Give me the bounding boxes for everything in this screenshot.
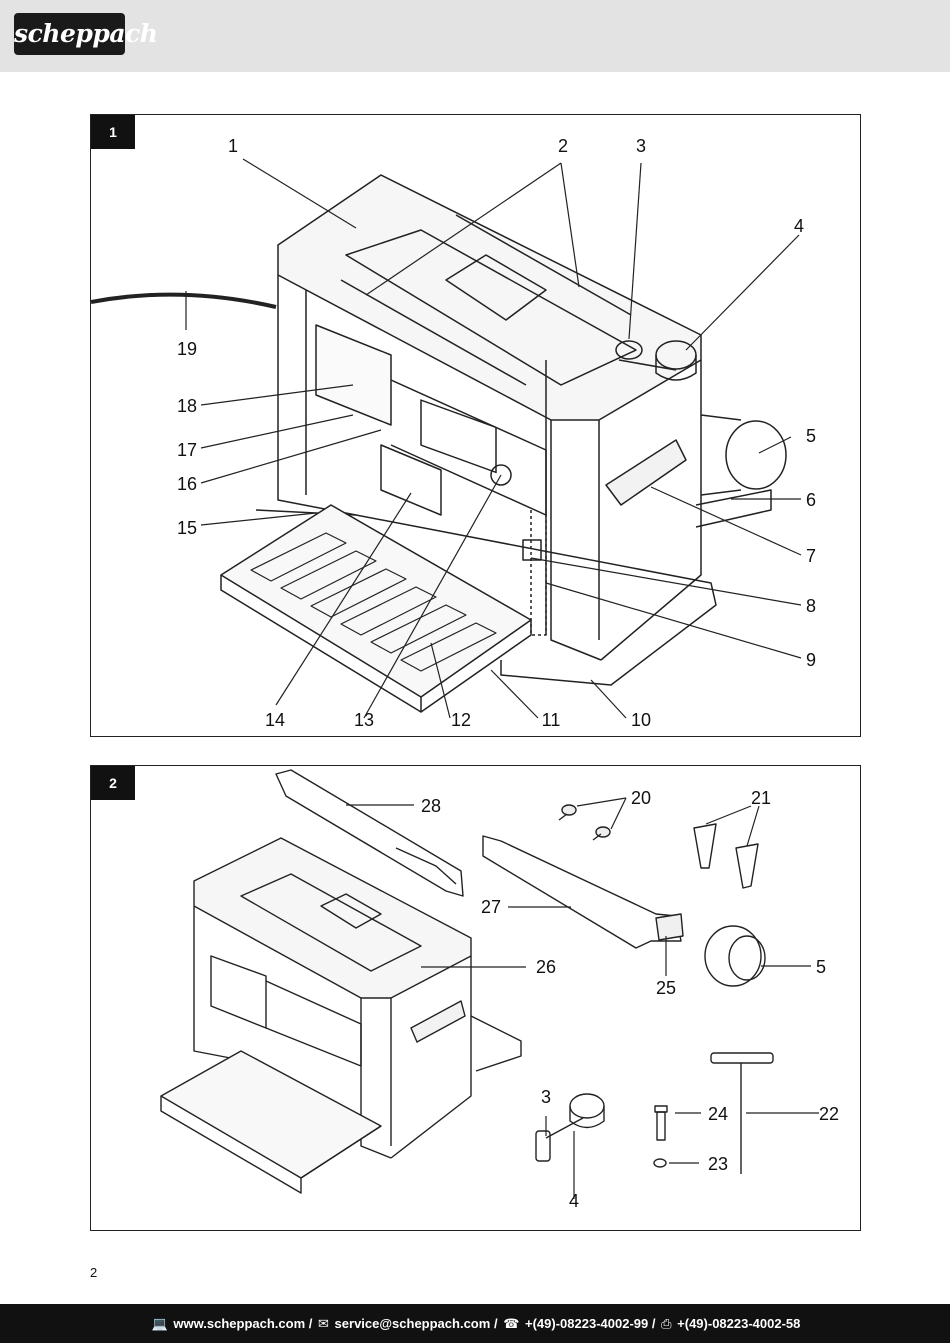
callout-19: 19 [177,339,197,359]
callout-10: 10 [631,710,651,730]
callout-18: 18 [177,396,197,416]
callout-3b: 3 [541,1087,551,1107]
footer-website[interactable]: www.scheppach.com [173,1316,306,1331]
callout-5: 5 [806,426,816,446]
callout-17: 17 [177,440,197,460]
callout-2: 2 [558,136,568,156]
callout-14: 14 [265,710,285,730]
mail-icon: ✉ [318,1316,329,1331]
callout-15: 15 [177,518,197,538]
callout-21: 21 [751,788,771,808]
callout-26: 26 [536,957,556,977]
computer-icon: 💻 [151,1316,168,1331]
header-band: scheppach [0,0,950,72]
callout-1: 1 [228,136,238,156]
page-number: 2 [90,1265,98,1280]
accessories-illustration: 28 20 21 27 26 25 5 3 24 22 23 4 [160,769,839,1211]
callout-22: 22 [819,1104,839,1124]
footer-fax: +(49)-08223-4002-58 [677,1316,801,1331]
callout-7: 7 [806,546,816,566]
callout-20: 20 [631,788,651,808]
callout-9: 9 [806,650,816,670]
footer-separator: / [308,1316,313,1331]
footer-bar: 💻 www.scheppach.com / ✉ service@scheppac… [0,1304,950,1343]
callout-3: 3 [636,136,646,156]
callout-23: 23 [708,1154,728,1174]
figure-1-number: 1 [91,115,135,149]
callout-5b: 5 [816,957,826,977]
callout-4: 4 [794,216,804,236]
figure-2-number: 2 [91,766,135,800]
footer-email[interactable]: service@scheppach.com [334,1316,491,1331]
footer-phone: +(49)-08223-4002-99 [525,1316,649,1331]
footer-separator: / [651,1316,656,1331]
callout-24: 24 [708,1104,728,1124]
callout-6: 6 [806,490,816,510]
figure-1-panel: 1 [90,114,861,737]
callout-27: 27 [481,897,501,917]
scheppach-logo: scheppach [14,13,158,55]
callout-13: 13 [354,710,374,730]
callout-11: 11 [542,710,561,730]
figure-2-panel: 2 [90,765,861,1231]
callout-28: 28 [421,796,441,816]
planer-illustration: 1 2 3 4 5 6 7 8 9 10 11 12 13 14 15 16 1… [91,136,816,730]
callout-12: 12 [451,710,471,730]
callout-8: 8 [806,596,816,616]
callout-16: 16 [177,474,197,494]
footer-separator: / [493,1316,498,1331]
callout-25: 25 [656,978,676,998]
fax-icon: ⎙ [661,1316,672,1331]
callout-4b: 4 [569,1191,579,1211]
phone-icon: ☎ [503,1316,520,1331]
